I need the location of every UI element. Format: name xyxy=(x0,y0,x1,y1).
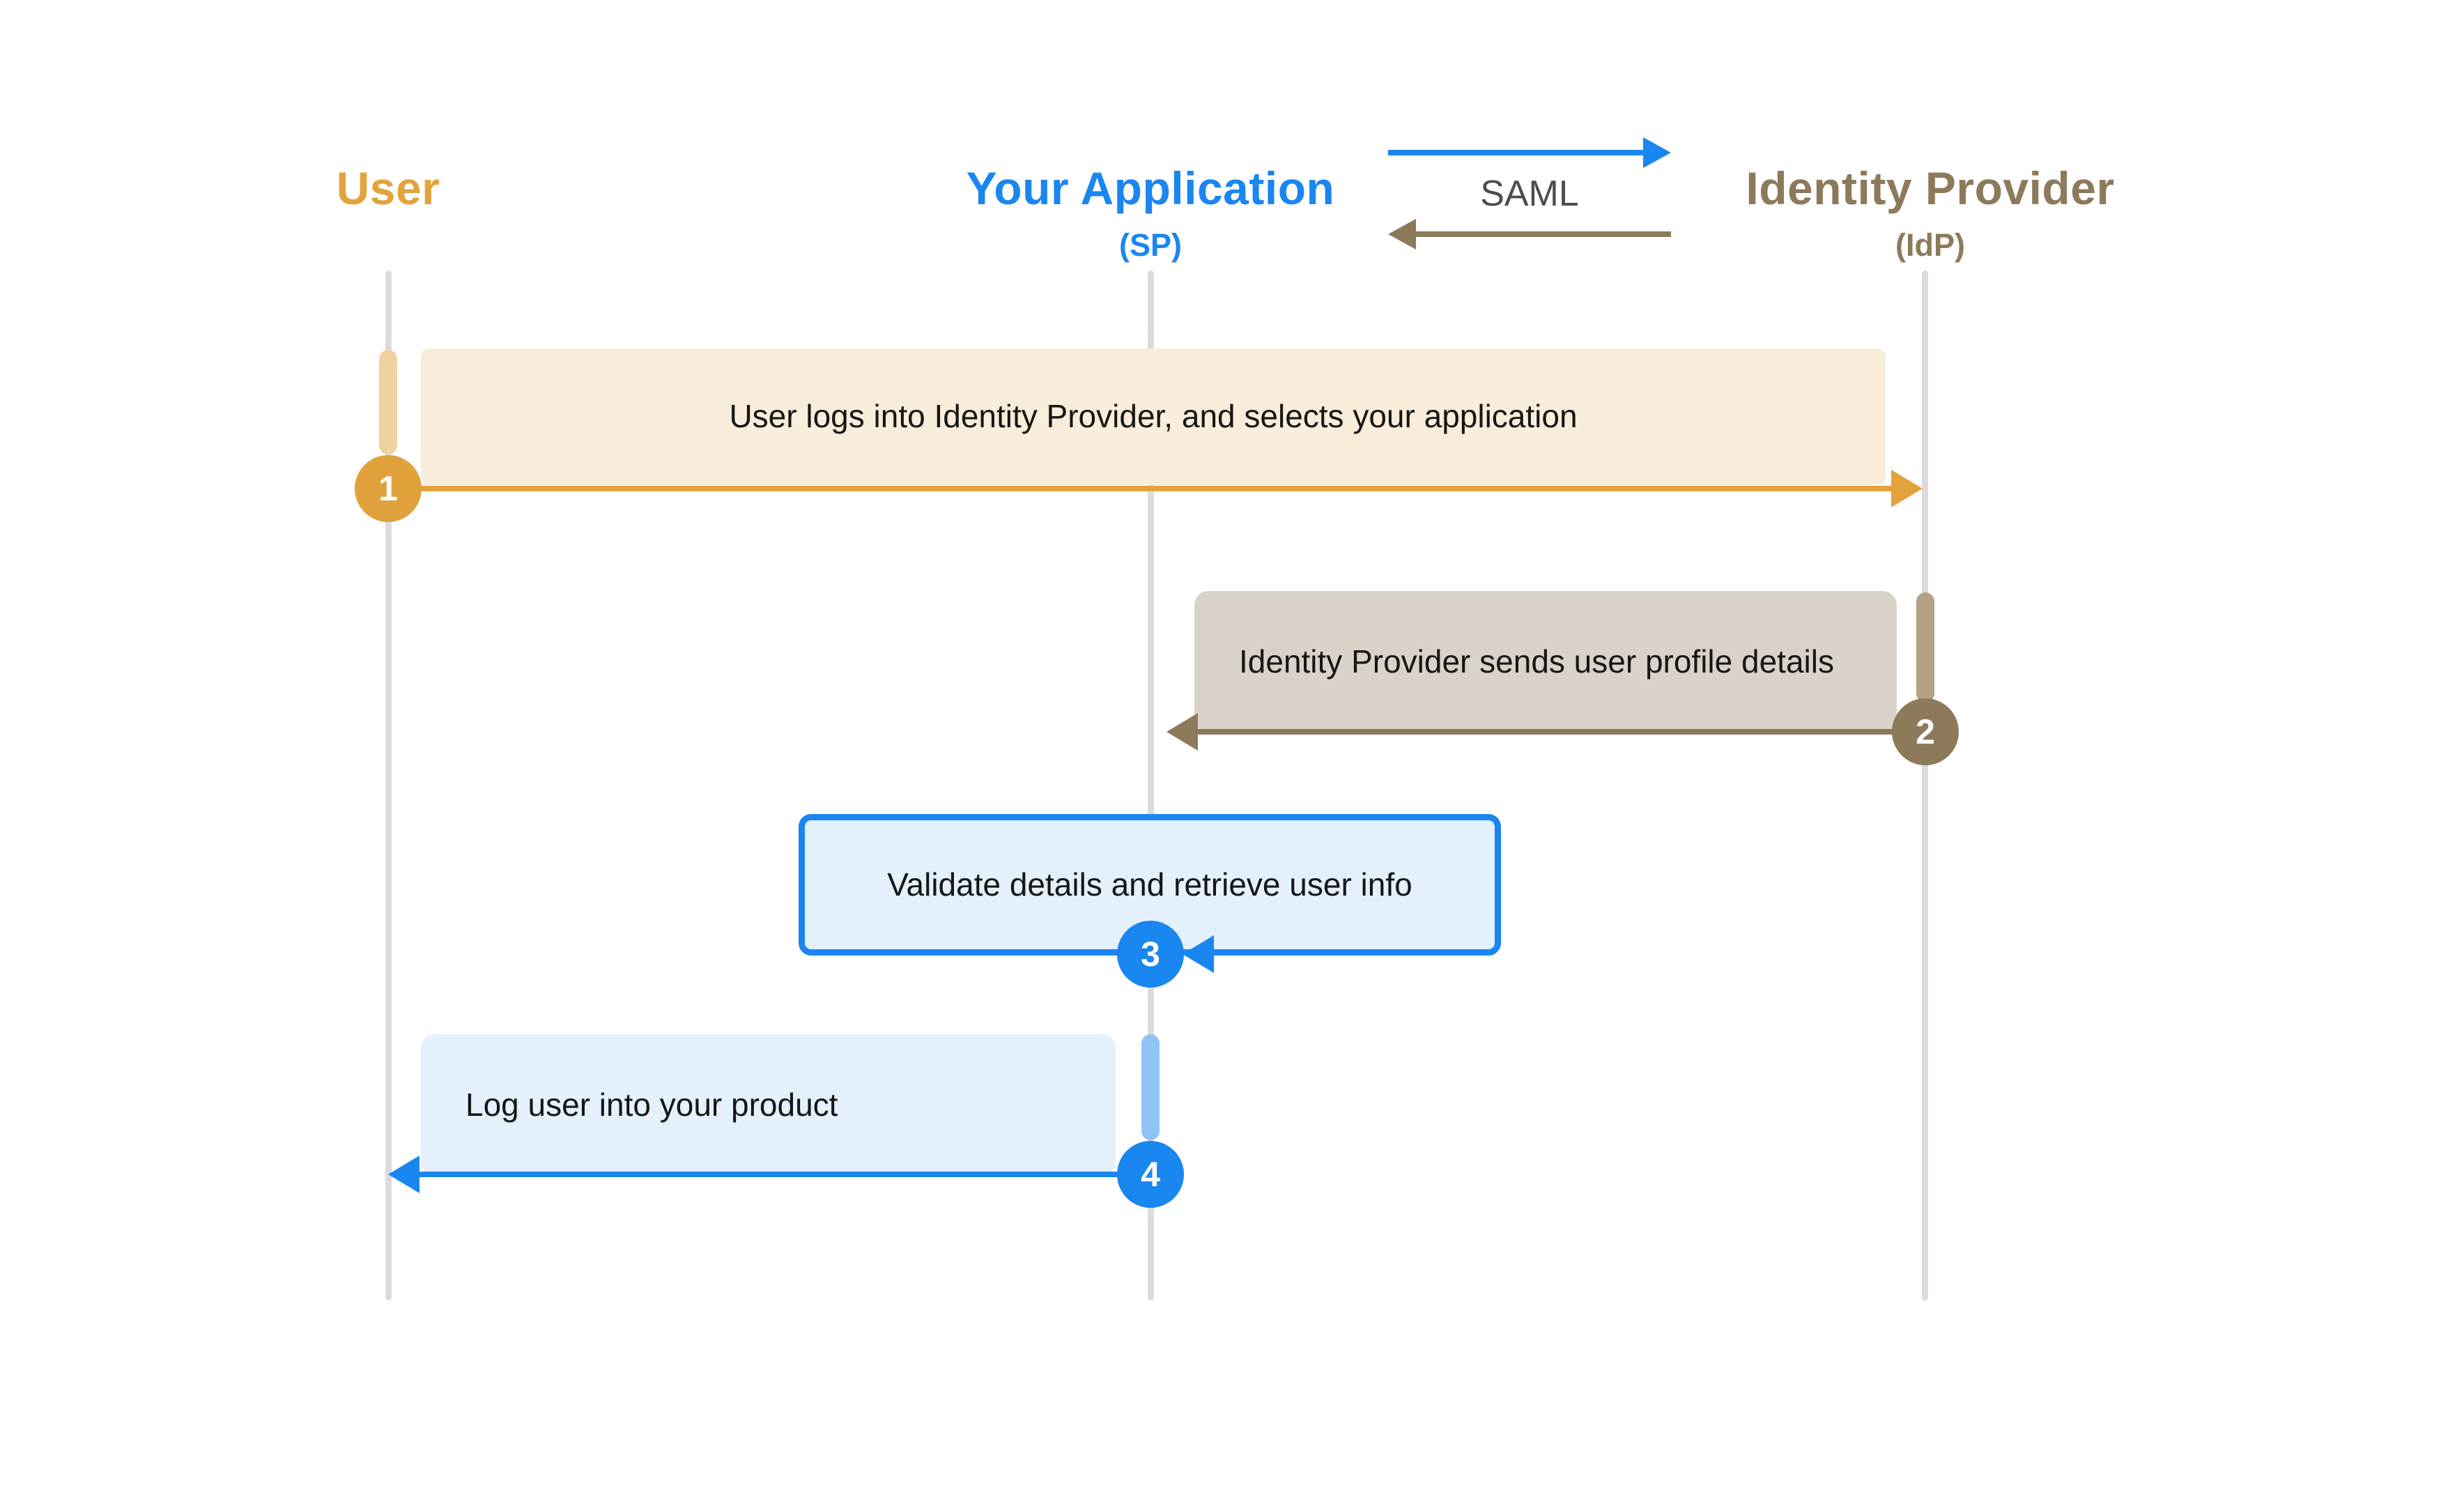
saml-request-arrowhead-icon xyxy=(1643,137,1671,168)
step-4-note: Log user into your product xyxy=(421,1034,1116,1176)
step-2-text: Identity Provider sends user profile det… xyxy=(1239,643,1834,680)
step-1-arrowhead-icon xyxy=(1891,470,1923,507)
step-4-arrowhead-icon xyxy=(388,1156,419,1193)
step-2-arrowhead-icon xyxy=(1166,713,1198,751)
step-4-badge: 4 xyxy=(1117,1141,1184,1208)
actor-label-your-application: Your Application xyxy=(966,162,1335,214)
activation-bar-user xyxy=(379,350,397,454)
saml-response-arrowhead-icon xyxy=(1388,219,1416,250)
actor-label-user: User xyxy=(336,162,440,214)
step-1-text: User logs into Identity Provider, and se… xyxy=(729,398,1578,435)
step-1-note: User logs into Identity Provider, and se… xyxy=(421,348,1886,485)
step-2-note: Identity Provider sends user profile det… xyxy=(1194,591,1897,733)
step-4-text: Log user into your product xyxy=(465,1086,838,1123)
actor-subtitle-idp: (IdP) xyxy=(1895,227,1965,263)
activation-bar-identity-provider xyxy=(1916,592,1934,703)
actor-label-identity-provider: Identity Provider xyxy=(1746,162,2115,214)
step-1-arrow-line xyxy=(388,486,1893,491)
step-1-badge: 1 xyxy=(355,455,422,522)
saml-request-arrow-line xyxy=(1388,150,1645,155)
saml-response-arrow-line xyxy=(1416,231,1671,237)
step-2-arrow-line xyxy=(1198,729,1925,735)
step-3-arrowhead-icon xyxy=(1183,935,1214,973)
protocol-label: SAML xyxy=(1480,174,1579,214)
step-4-arrow-line xyxy=(419,1172,1150,1177)
step-3-badge: 3 xyxy=(1117,921,1184,988)
actor-subtitle-sp: (SP) xyxy=(1119,227,1182,263)
step-3-text: Validate details and retrieve user info xyxy=(887,866,1412,903)
step-2-badge: 2 xyxy=(1892,698,1959,765)
activation-bar-your-application xyxy=(1141,1034,1160,1140)
lifeline-identity-provider xyxy=(1922,270,1928,1301)
lifeline-your-application xyxy=(1148,270,1154,1301)
lifeline-user xyxy=(385,270,392,1301)
